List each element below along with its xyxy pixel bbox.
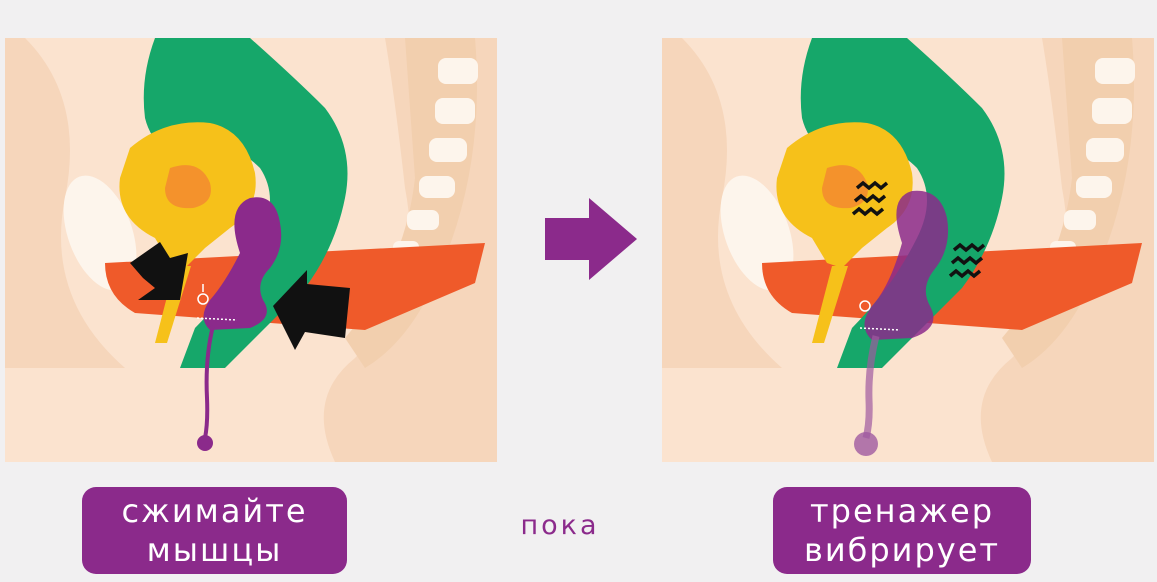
label-left-line1: сжимайте bbox=[82, 492, 347, 531]
left-anatomy-svg bbox=[5, 38, 497, 462]
trainer-vibrates-label: тренажер вибрирует bbox=[773, 487, 1031, 574]
left-anatomy-illustration bbox=[5, 38, 497, 462]
purple-arrow-icon bbox=[545, 198, 637, 284]
vibration-waves-icon bbox=[853, 183, 887, 214]
vibration-waves-icon bbox=[950, 245, 984, 276]
right-anatomy-svg bbox=[662, 38, 1154, 462]
label-left-line2: мышцы bbox=[82, 531, 347, 570]
right-anatomy-illustration bbox=[662, 38, 1154, 462]
label-right-line1: тренажер bbox=[773, 492, 1031, 531]
trainer-cord-tip bbox=[854, 432, 878, 456]
trainer-cord-tip bbox=[197, 435, 213, 451]
squeeze-muscles-label: сжимайте мышцы bbox=[82, 487, 347, 574]
label-right-line2: вибрирует bbox=[773, 531, 1031, 570]
while-label: пока bbox=[510, 510, 610, 541]
